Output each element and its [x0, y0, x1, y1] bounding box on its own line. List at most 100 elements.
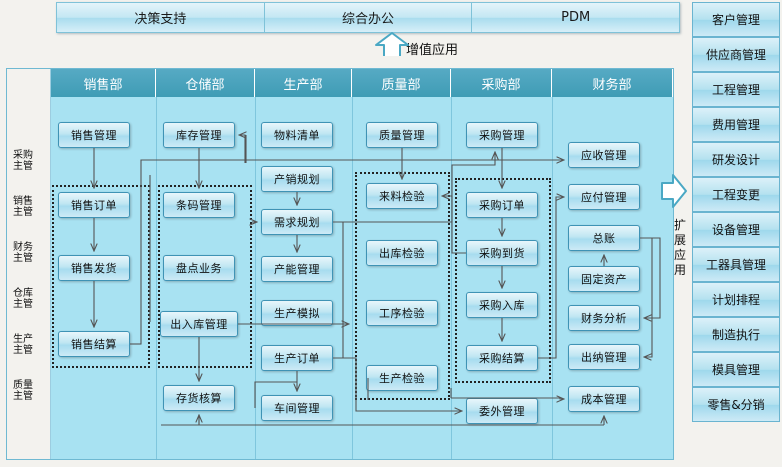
- extension-caption-char: 扩: [673, 218, 686, 232]
- role-line1: 质量: [13, 380, 33, 391]
- ext-item-eng-change[interactable]: 工程变更: [692, 177, 780, 212]
- node-label: 需求规划: [274, 216, 320, 229]
- ext-item-label: 模具管理: [711, 363, 760, 377]
- top-nav-item-0[interactable]: 决策支持: [57, 3, 265, 32]
- ext-item-mes[interactable]: 制造执行: [692, 317, 780, 352]
- node-label: 应付管理: [581, 191, 627, 204]
- node-process-inspection[interactable]: 工序检验: [366, 300, 438, 326]
- column-header-production: 生产部: [255, 69, 352, 97]
- ext-item-label: 工器具管理: [705, 258, 766, 272]
- ext-item-label: 零售&分销: [707, 398, 765, 412]
- extension-caption-char: 展: [673, 233, 686, 247]
- node-sop-planning[interactable]: 产销规划: [261, 166, 333, 192]
- role-label-finance: 财务 主管: [4, 242, 42, 264]
- ext-item-mold[interactable]: 模具管理: [692, 352, 780, 387]
- node-production-inspection[interactable]: 生产检验: [366, 365, 438, 391]
- top-nav-label: 决策支持: [134, 12, 187, 27]
- ext-item-label: 工程管理: [711, 83, 760, 97]
- column-divider: [451, 97, 452, 459]
- node-cost-management[interactable]: 成本管理: [568, 386, 640, 412]
- node-label: 出库检验: [379, 247, 425, 260]
- ext-item-scheduling[interactable]: 计划排程: [692, 282, 780, 317]
- node-capacity-management[interactable]: 产能管理: [261, 256, 333, 282]
- ext-item-label: 计划排程: [711, 293, 760, 307]
- top-nav-item-2[interactable]: PDM: [472, 3, 680, 32]
- node-inbound-outbound[interactable]: 出入库管理: [160, 311, 238, 337]
- node-sales-order[interactable]: 销售订单: [58, 192, 130, 218]
- role-line1: 仓库: [13, 288, 33, 299]
- ext-item-rnd-design[interactable]: 研发设计: [692, 142, 780, 177]
- node-cashier-management[interactable]: 出纳管理: [568, 344, 640, 370]
- node-incoming-inspection[interactable]: 来料检验: [366, 183, 438, 209]
- ext-item-equipment[interactable]: 设备管理: [692, 212, 780, 247]
- column-header-finance: 财务部: [552, 69, 673, 97]
- column-header-warehouse: 仓储部: [156, 69, 255, 97]
- node-purchase-warehousing[interactable]: 采购入库: [466, 292, 538, 318]
- node-label: 产能管理: [274, 263, 320, 276]
- ext-item-tooling[interactable]: 工器具管理: [692, 247, 780, 282]
- column-header-label: 生产部: [283, 77, 323, 93]
- node-stocktaking[interactable]: 盘点业务: [163, 255, 235, 281]
- node-inventory-management[interactable]: 库存管理: [163, 122, 235, 148]
- node-demand-planning[interactable]: 需求规划: [261, 209, 333, 235]
- node-quality-management[interactable]: 质量管理: [366, 122, 438, 148]
- ext-item-retail[interactable]: 零售&分销: [692, 387, 780, 422]
- ext-item-customer[interactable]: 客户管理: [692, 2, 780, 37]
- node-purchase-management[interactable]: 采购管理: [466, 122, 538, 148]
- node-label: 销售管理: [71, 129, 117, 142]
- node-sales-settlement[interactable]: 销售结算: [58, 331, 130, 357]
- node-workshop-management[interactable]: 车间管理: [261, 395, 333, 421]
- node-outsourcing-management[interactable]: 委外管理: [466, 398, 538, 424]
- node-purchase-settlement[interactable]: 采购结算: [466, 345, 538, 371]
- node-production-simulation[interactable]: 生产模拟: [261, 300, 333, 326]
- node-financial-analysis[interactable]: 财务分析: [568, 305, 640, 331]
- ext-item-supplier[interactable]: 供应商管理: [692, 37, 780, 72]
- ext-item-expense[interactable]: 费用管理: [692, 107, 780, 142]
- node-sales-management[interactable]: 销售管理: [58, 122, 130, 148]
- node-payables[interactable]: 应付管理: [568, 184, 640, 210]
- node-label: 出纳管理: [581, 351, 627, 364]
- node-label: 采购入库: [479, 299, 525, 312]
- column-header-label: 采购部: [481, 77, 521, 93]
- node-receivables[interactable]: 应收管理: [568, 142, 640, 168]
- extension-caption-char: 用: [673, 263, 686, 277]
- ext-item-label: 费用管理: [711, 118, 760, 132]
- node-label: 生产检验: [379, 372, 425, 385]
- node-label: 存货核算: [176, 392, 222, 405]
- top-nav-label: PDM: [561, 10, 591, 25]
- node-label: 条码管理: [176, 199, 222, 212]
- node-sales-delivery[interactable]: 销售发货: [58, 255, 130, 281]
- top-nav-item-1[interactable]: 综合办公: [264, 3, 473, 32]
- role-line2: 主管: [13, 253, 33, 264]
- node-inventory-accounting[interactable]: 存货核算: [163, 385, 235, 411]
- role-line2: 主管: [13, 391, 33, 402]
- role-line1: 销售: [13, 196, 33, 207]
- role-line2: 主管: [13, 345, 33, 356]
- node-label: 固定资产: [581, 273, 627, 286]
- node-label: 生产模拟: [274, 307, 320, 320]
- ext-item-engineering[interactable]: 工程管理: [692, 72, 780, 107]
- ext-item-label: 研发设计: [711, 153, 760, 167]
- node-label: 出入库管理: [170, 318, 228, 331]
- node-general-ledger[interactable]: 总账: [568, 225, 640, 251]
- node-label: 物料清单: [274, 129, 320, 142]
- column-header-label: 仓储部: [185, 77, 225, 93]
- extension-caption-char: 应: [673, 248, 686, 262]
- node-label: 销售订单: [71, 199, 117, 212]
- role-line1: 财务: [13, 242, 33, 253]
- node-label: 产销规划: [274, 173, 320, 186]
- node-barcode-management[interactable]: 条码管理: [163, 192, 235, 218]
- node-production-order[interactable]: 生产订单: [261, 345, 333, 371]
- node-bom[interactable]: 物料清单: [261, 122, 333, 148]
- node-purchase-order[interactable]: 采购订单: [466, 192, 538, 218]
- column-header-label: 质量部: [381, 77, 421, 93]
- node-label: 财务分析: [581, 312, 627, 325]
- role-label-warehouse: 仓库 主管: [4, 288, 42, 310]
- node-fixed-assets[interactable]: 固定资产: [568, 266, 640, 292]
- node-outbound-inspection[interactable]: 出库检验: [366, 240, 438, 266]
- node-purchase-receipt[interactable]: 采购到货: [466, 240, 538, 266]
- node-label: 应收管理: [581, 149, 627, 162]
- node-label: 库存管理: [176, 129, 222, 142]
- ext-item-label: 工程变更: [711, 188, 760, 202]
- role-line2: 主管: [13, 299, 33, 310]
